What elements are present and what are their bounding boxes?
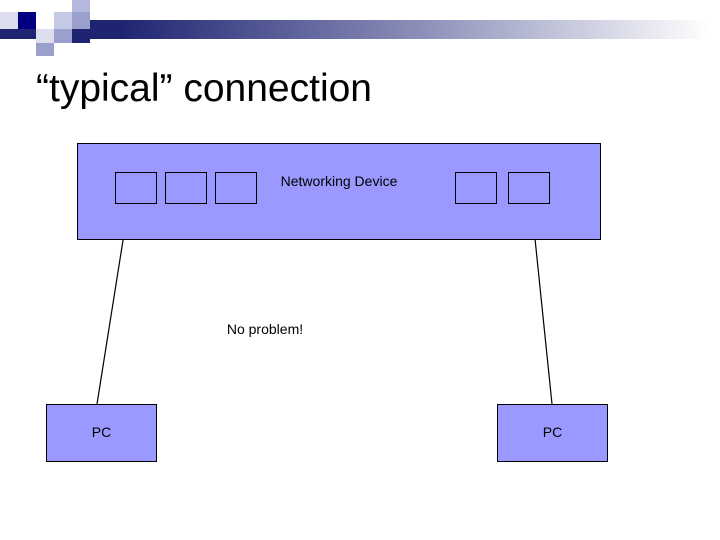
header-decoration bbox=[0, 0, 720, 56]
pc-left-box[interactable] bbox=[46, 404, 157, 462]
sq-mid-b bbox=[36, 29, 54, 43]
sq-navy-lower bbox=[72, 29, 90, 43]
pc-right-box[interactable] bbox=[497, 404, 608, 462]
port-1[interactable] bbox=[115, 172, 157, 204]
sq-navy bbox=[18, 12, 36, 29]
status-note: No problem! bbox=[226, 321, 304, 337]
networking-device-label: Networking Device bbox=[280, 173, 398, 189]
pc-right-label: PC bbox=[542, 424, 563, 440]
pc-left-label: PC bbox=[91, 424, 112, 440]
sq-mid-a bbox=[72, 12, 90, 29]
port-5[interactable] bbox=[508, 172, 550, 204]
sq-mid-c bbox=[54, 29, 72, 43]
port-2[interactable] bbox=[165, 172, 207, 204]
page-title: “typical” connection bbox=[36, 67, 372, 110]
sq-light-b bbox=[36, 12, 54, 29]
sq-mid-top bbox=[72, 0, 90, 12]
sq-mid-d bbox=[36, 43, 54, 56]
port-4[interactable] bbox=[455, 172, 497, 204]
sq-light-c bbox=[54, 12, 72, 29]
header-gradient-bar bbox=[0, 20, 720, 39]
port-3[interactable] bbox=[215, 172, 257, 204]
sq-light-a bbox=[0, 12, 18, 29]
